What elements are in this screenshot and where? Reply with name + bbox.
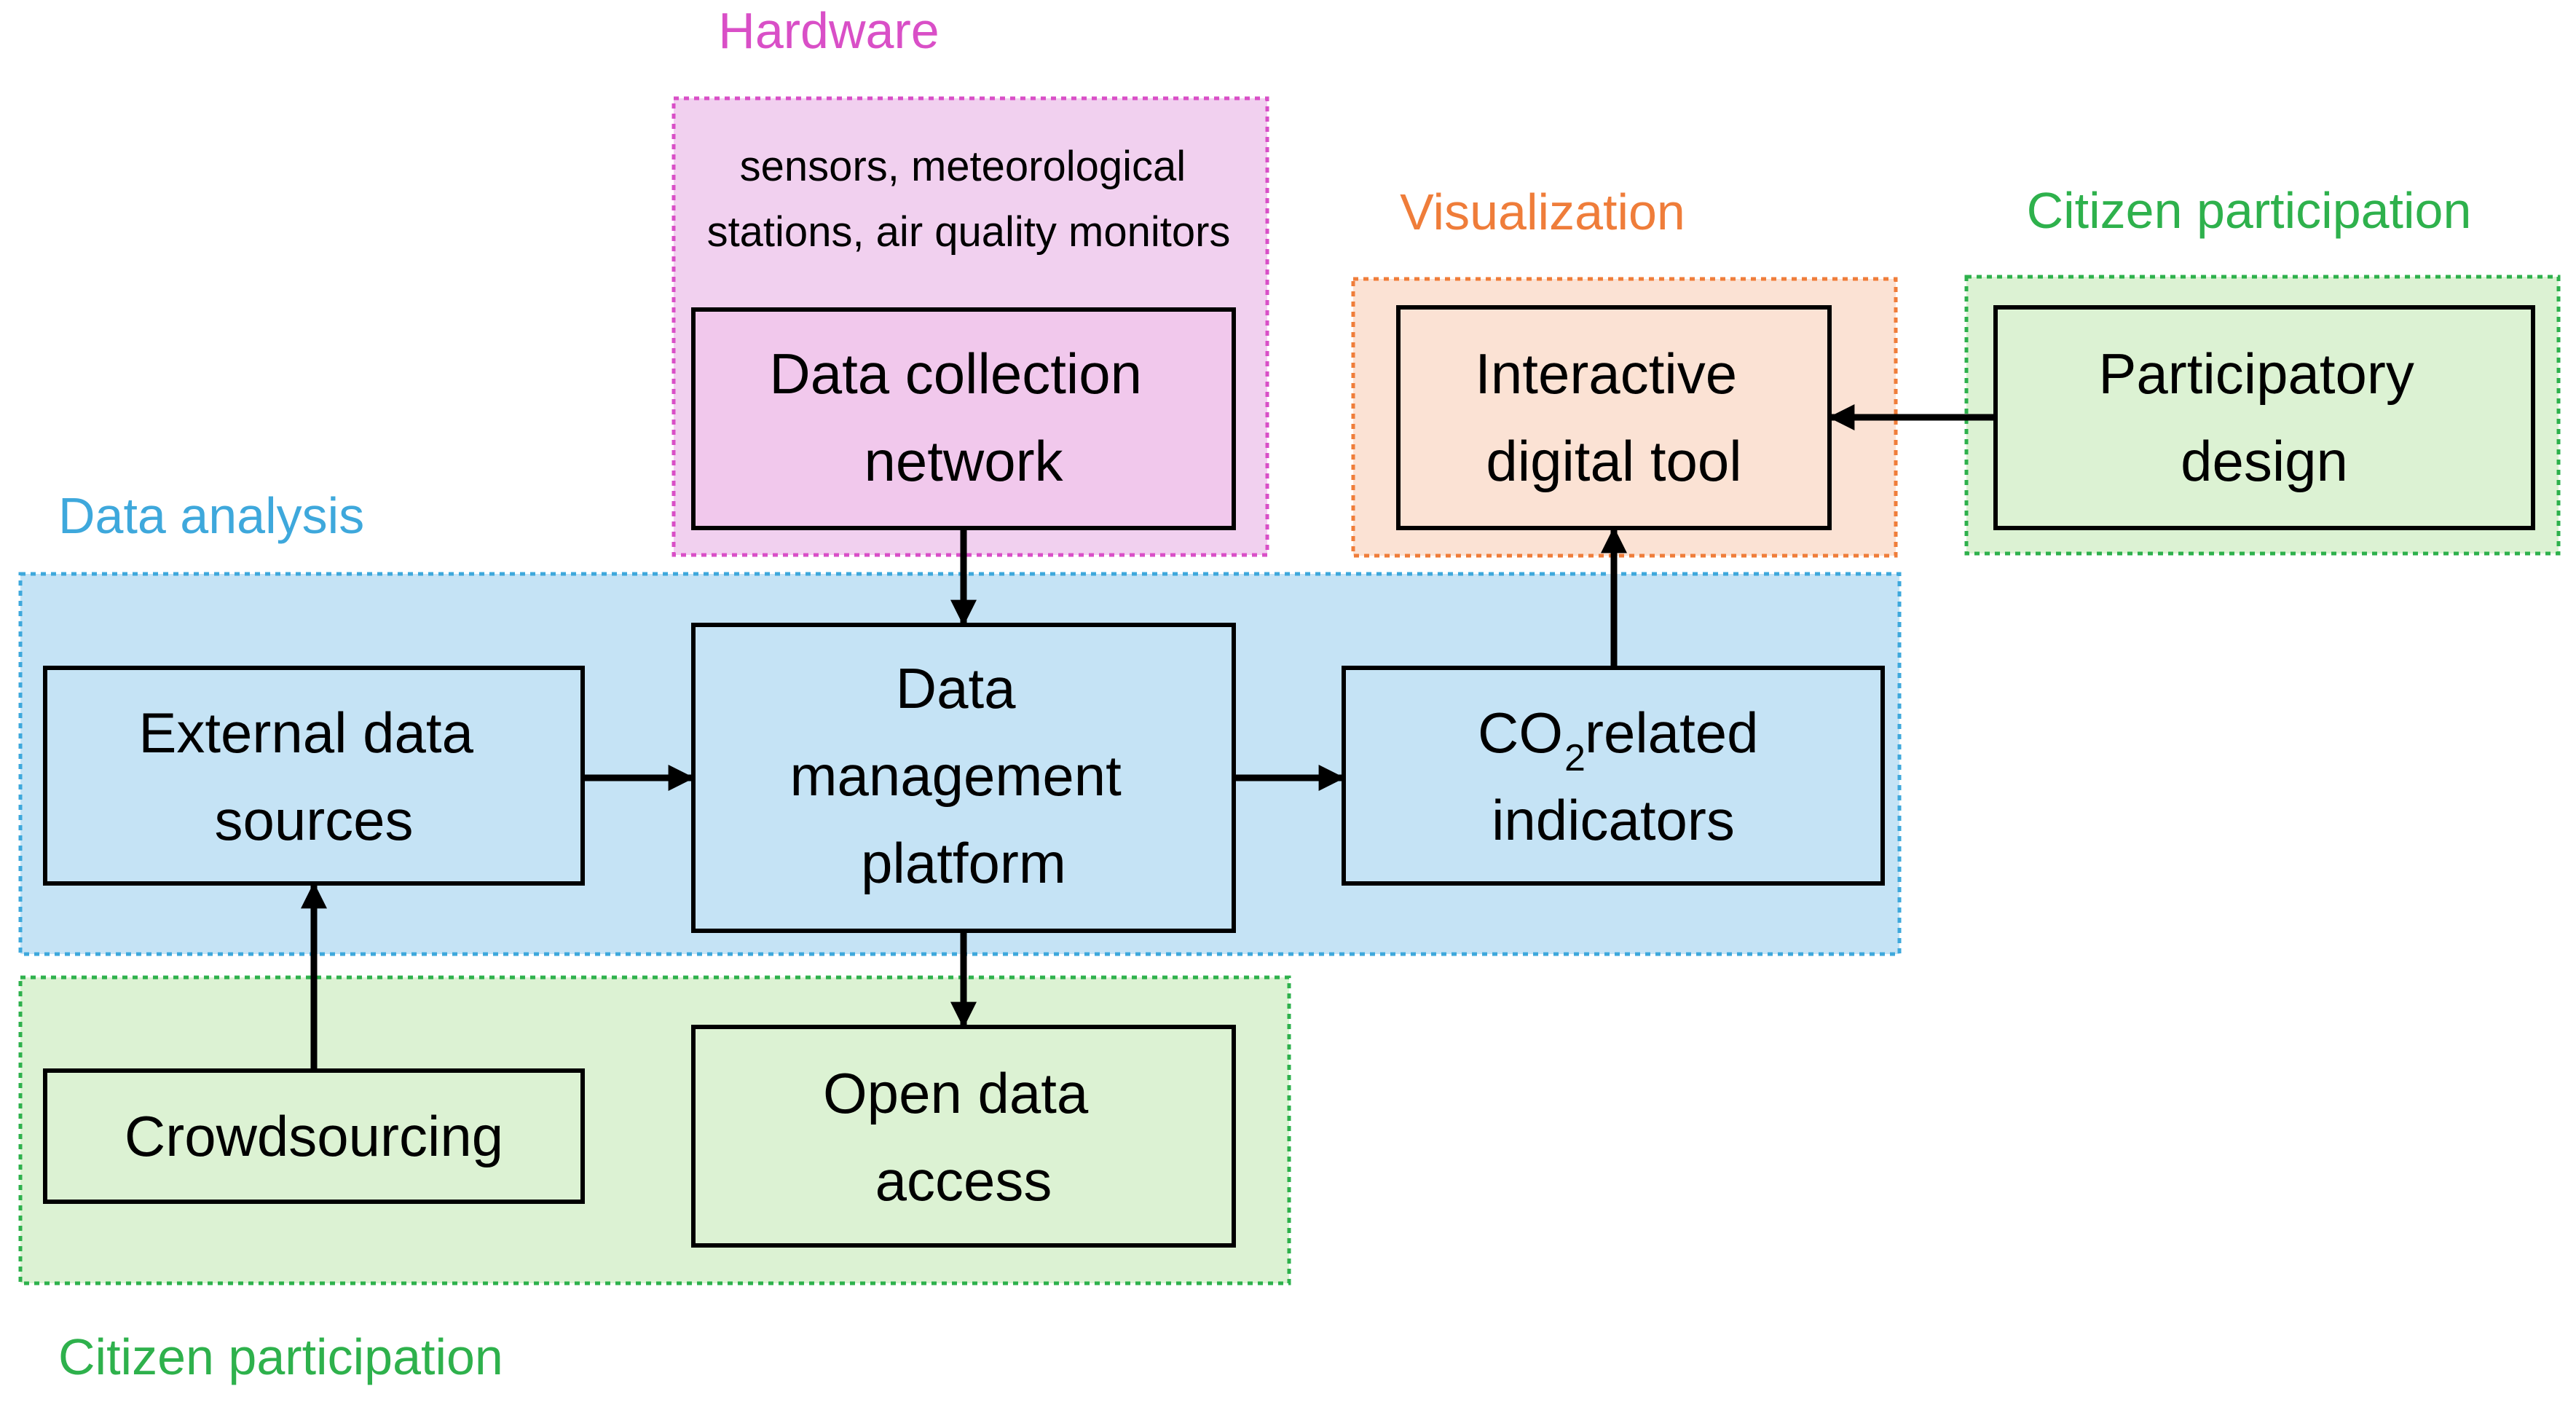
- svg-text:Crowdsourcing: Crowdsourcing: [125, 1104, 503, 1168]
- node-label-line: indicators: [1492, 788, 1735, 852]
- hardware-note-line: stations, air quality monitors: [707, 208, 1231, 256]
- node-label-line: access: [875, 1149, 1052, 1213]
- external-data-sources-node: External data sources: [43, 666, 585, 886]
- node-label-line: Open data: [823, 1061, 1089, 1125]
- node-label-line: sources: [214, 788, 413, 852]
- node-label-line: design: [2181, 429, 2348, 493]
- data-analysis-label: Data analysis: [58, 487, 364, 544]
- co2-subscript: 2: [1564, 737, 1586, 779]
- node-label-line: network: [864, 429, 1063, 493]
- svg-text:related: related: [1585, 701, 1759, 765]
- interactive-tool-node: Interactive digital tool: [1396, 305, 1832, 530]
- svg-text:Participatory design: Participatory design: [2098, 342, 2430, 493]
- node-label-line: management: [790, 744, 1122, 808]
- citizen-participation-bottom-label: Citizen participation: [58, 1328, 503, 1385]
- node-label-line: related: [1585, 701, 1759, 765]
- hardware-label: Hardware: [718, 2, 939, 59]
- hardware-note: sensors, meteorological stations, air qu…: [707, 143, 1231, 256]
- participatory-design-node: Participatory design: [1993, 305, 2535, 530]
- svg-text:indicators: indicators: [1492, 788, 1735, 852]
- svg-text:Open data access: Open data access: [823, 1061, 1104, 1213]
- visualization-label: Visualization: [1400, 184, 1685, 240]
- node-label-line: digital tool: [1486, 429, 1741, 493]
- svg-text:External data sources: External data sources: [138, 701, 489, 852]
- svg-text:2: 2: [1564, 737, 1586, 779]
- svg-text:Interactive digital tool: Interactive digital tool: [1475, 342, 1753, 493]
- data-collection-node: Data collection network: [691, 307, 1236, 530]
- node-label-line: External data: [138, 701, 473, 765]
- citizen-participation-top-label: Citizen participation: [2027, 182, 2472, 239]
- svg-text:CO: CO: [1478, 701, 1563, 765]
- node-label-line: platform: [861, 831, 1066, 895]
- node-label-line: Participatory: [2098, 342, 2414, 406]
- node-label-line: Interactive: [1475, 342, 1737, 406]
- node-label-line: Data collection: [769, 342, 1142, 406]
- node-label-line: Crowdsourcing: [125, 1104, 503, 1168]
- node-label-line: CO: [1478, 701, 1563, 765]
- crowdsourcing-node: Crowdsourcing: [43, 1068, 585, 1204]
- open-data-access-node: Open data access: [691, 1025, 1236, 1248]
- svg-text:Data collection network: Data collection network: [769, 342, 1157, 493]
- data-management-platform-node: Data management platform: [691, 623, 1236, 933]
- co2-indicators-node: CO 2 related indicators: [1342, 666, 1885, 886]
- node-label-line: Data: [896, 656, 1016, 720]
- hardware-note-line: sensors, meteorological: [740, 143, 1186, 190]
- svg-text:Data management pl: Data management platform: [790, 656, 1138, 895]
